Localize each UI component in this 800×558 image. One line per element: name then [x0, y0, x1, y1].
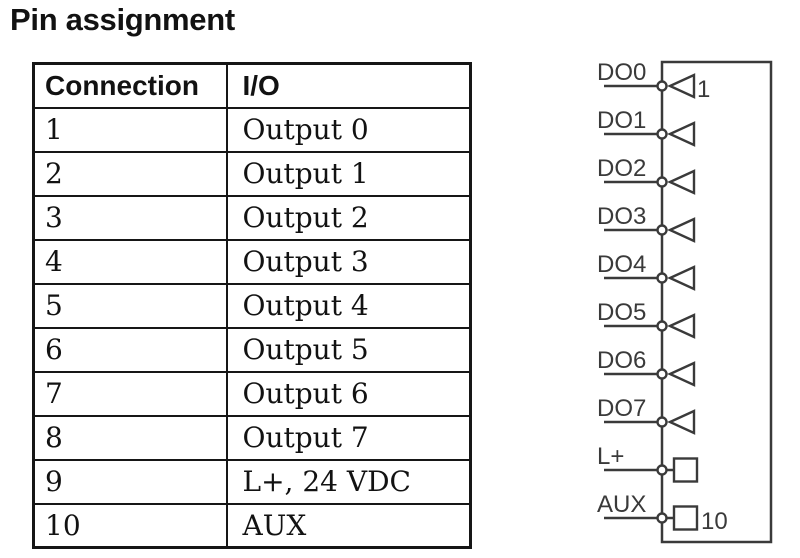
table-header-row: Connection I/O [32, 62, 472, 109]
terminal-circle-icon [656, 272, 668, 284]
terminal-circle-icon [656, 368, 668, 380]
pin-row: DO1 [597, 107, 696, 147]
io-cell: Output 5 [225, 326, 472, 373]
pin-row: DO2 [597, 155, 696, 195]
output-driver-triangle-icon [667, 121, 696, 147]
connection-cell: 7 [32, 370, 228, 417]
connection-cell: 5 [32, 282, 228, 329]
io-cell: Output 0 [225, 106, 472, 153]
supply-terminal-square-icon [672, 457, 699, 483]
connection-cell: 9 [32, 458, 228, 505]
pin-row: DO4 [597, 251, 696, 291]
pin-row: DO0 1 [597, 59, 710, 103]
io-cell: Output 3 [225, 238, 472, 285]
pin-row: AUX 10 [597, 491, 728, 535]
io-column-header: I/O [225, 62, 472, 109]
output-driver-triangle-icon [667, 73, 696, 99]
connection-cell: 1 [32, 106, 228, 153]
terminal-circle-icon [656, 512, 668, 524]
pin-label: DO0 [597, 59, 646, 86]
supply-terminal-square-icon [672, 505, 699, 531]
io-cell: Output 4 [225, 282, 472, 329]
terminal-circle-icon [656, 176, 668, 188]
terminal-circle-icon [656, 464, 668, 476]
io-cell: Output 6 [225, 370, 472, 417]
io-cell: Output 7 [225, 414, 472, 461]
pin-label: DO6 [597, 347, 646, 374]
terminal-circle-icon [656, 416, 668, 428]
pin-row: L+ [597, 443, 699, 483]
connection-cell: 4 [32, 238, 228, 285]
output-driver-triangle-icon [667, 409, 696, 435]
io-cell: Output 1 [225, 150, 472, 197]
output-driver-triangle-icon [667, 217, 696, 243]
pin-label: DO5 [597, 299, 646, 326]
io-cell: Output 2 [225, 194, 472, 241]
pin-label: DO2 [597, 155, 646, 182]
pin-label: DO1 [597, 107, 646, 134]
module-outline-box [660, 60, 773, 544]
pin-label: DO4 [597, 251, 646, 278]
output-driver-triangle-icon [667, 361, 696, 387]
pin-label: DO7 [597, 395, 646, 422]
io-cell: L+, 24 VDC [225, 458, 472, 505]
connection-cell: 8 [32, 414, 228, 461]
io-cell: AUX [225, 502, 472, 549]
terminal-circle-icon [656, 320, 668, 332]
terminal-circle-icon [656, 128, 668, 140]
pin-label: L+ [597, 443, 624, 470]
pin-row: DO7 [597, 395, 696, 435]
terminal-circle-icon [656, 80, 668, 92]
pin-row: DO3 [597, 203, 696, 243]
pin-row: DO6 [597, 347, 696, 387]
connection-cell: 3 [32, 194, 228, 241]
pin-label: AUX [597, 491, 646, 518]
terminal-circle-icon [656, 224, 668, 236]
connection-cell: 2 [32, 150, 228, 197]
output-driver-triangle-icon [667, 313, 696, 339]
pin-row: DO5 [597, 299, 696, 339]
connection-column-header: Connection [32, 62, 228, 109]
pin-number-label: 1 [697, 76, 710, 103]
connection-cell: 6 [32, 326, 228, 373]
pin-label: DO3 [597, 203, 646, 230]
pin-number-label: 10 [701, 508, 728, 535]
output-driver-triangle-icon [667, 265, 696, 291]
output-driver-triangle-icon [667, 169, 696, 195]
connection-cell: 10 [32, 502, 228, 549]
page-title: Pin assignment [10, 2, 235, 37]
